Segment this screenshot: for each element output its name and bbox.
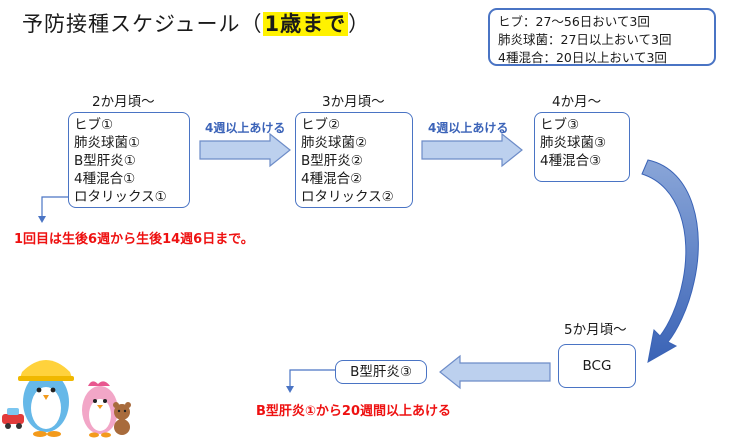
stage1-label: 2か月頃〜 [92, 94, 155, 110]
arrow-stage1-to-stage2 [199, 132, 291, 168]
stage1-item: ヒブ① [74, 117, 114, 133]
stage2-item: ヒブ② [301, 117, 341, 133]
stage1-item: ロタリックス① [74, 189, 167, 205]
connector-hepb-note [289, 369, 335, 388]
pink-penguin-icon [82, 381, 118, 438]
stage2-item: 4種混合② [301, 171, 363, 187]
teddy-bear-icon [113, 402, 131, 435]
stage2-item: B型肝炎② [301, 153, 363, 169]
toy-car-icon [2, 408, 24, 429]
stage3-box: ヒブ③ 肺炎球菌③ 4種混合③ [534, 112, 630, 182]
title-highlight: 1歳まで [262, 12, 349, 36]
rota-note: 1回目は生後6週から生後14週6日まで。 [14, 232, 254, 247]
hepb3-label: B型肝炎③ [350, 364, 412, 380]
note-line-dpt-ipv: 4種混合：20日以上おいて3回 [498, 50, 667, 65]
stage1-item: 4種混合① [74, 171, 136, 187]
page-title: 予防接種スケジュール（1歳まで） [22, 8, 370, 38]
stage3-item: 肺炎球菌③ [540, 135, 607, 151]
stage1-box: ヒブ① 肺炎球菌① B型肝炎① 4種混合① ロタリックス① [68, 112, 190, 208]
stage3-item: ヒブ③ [540, 117, 580, 133]
stage4-label: 5か月頃〜 [564, 322, 627, 338]
blue-penguin-icon [18, 360, 74, 437]
stage1-item: 肺炎球菌① [74, 135, 141, 151]
penguin-mascots-illustration [2, 360, 131, 438]
stage3-label: 4か月〜 [552, 94, 602, 110]
arrow-bcg-to-hepb3 [439, 354, 551, 390]
hepb3-box: B型肝炎③ [335, 360, 427, 384]
stage2-item: ロタリックス② [301, 189, 394, 205]
arrow-stage2-to-stage3 [421, 132, 523, 168]
interval-note-box: ヒブ：27〜56日おいて3回 肺炎球菌：27日以上おいて3回 4種混合：20日以… [488, 8, 716, 66]
arrow-label-gap2: 4週以上あける [428, 121, 509, 135]
title-suffix: ） [348, 12, 371, 36]
note-line-hib: ヒブ：27〜56日おいて3回 [498, 14, 650, 29]
arrow-label-gap1: 4週以上あける [205, 121, 286, 135]
stage3-item: 4種混合③ [540, 153, 602, 169]
stage2-box: ヒブ② 肺炎球菌② B型肝炎② 4種混合② ロタリックス② [295, 112, 413, 208]
stage2-item: 肺炎球菌② [301, 135, 368, 151]
stage2-label: 3か月頃〜 [322, 94, 385, 110]
title-prefix: 予防接種スケジュール（ [22, 12, 263, 36]
connector-rota-note [41, 196, 77, 218]
hepb-interval-note: B型肝炎①から20週間以上あける [256, 404, 452, 419]
curved-arrow-stage3-to-bcg [641, 159, 699, 363]
stage1-item: B型肝炎① [74, 153, 136, 169]
stage4-box: BCG [558, 344, 636, 388]
note-line-pneumococcal: 肺炎球菌：27日以上おいて3回 [498, 32, 672, 47]
stage4-item: BCG [582, 358, 612, 374]
